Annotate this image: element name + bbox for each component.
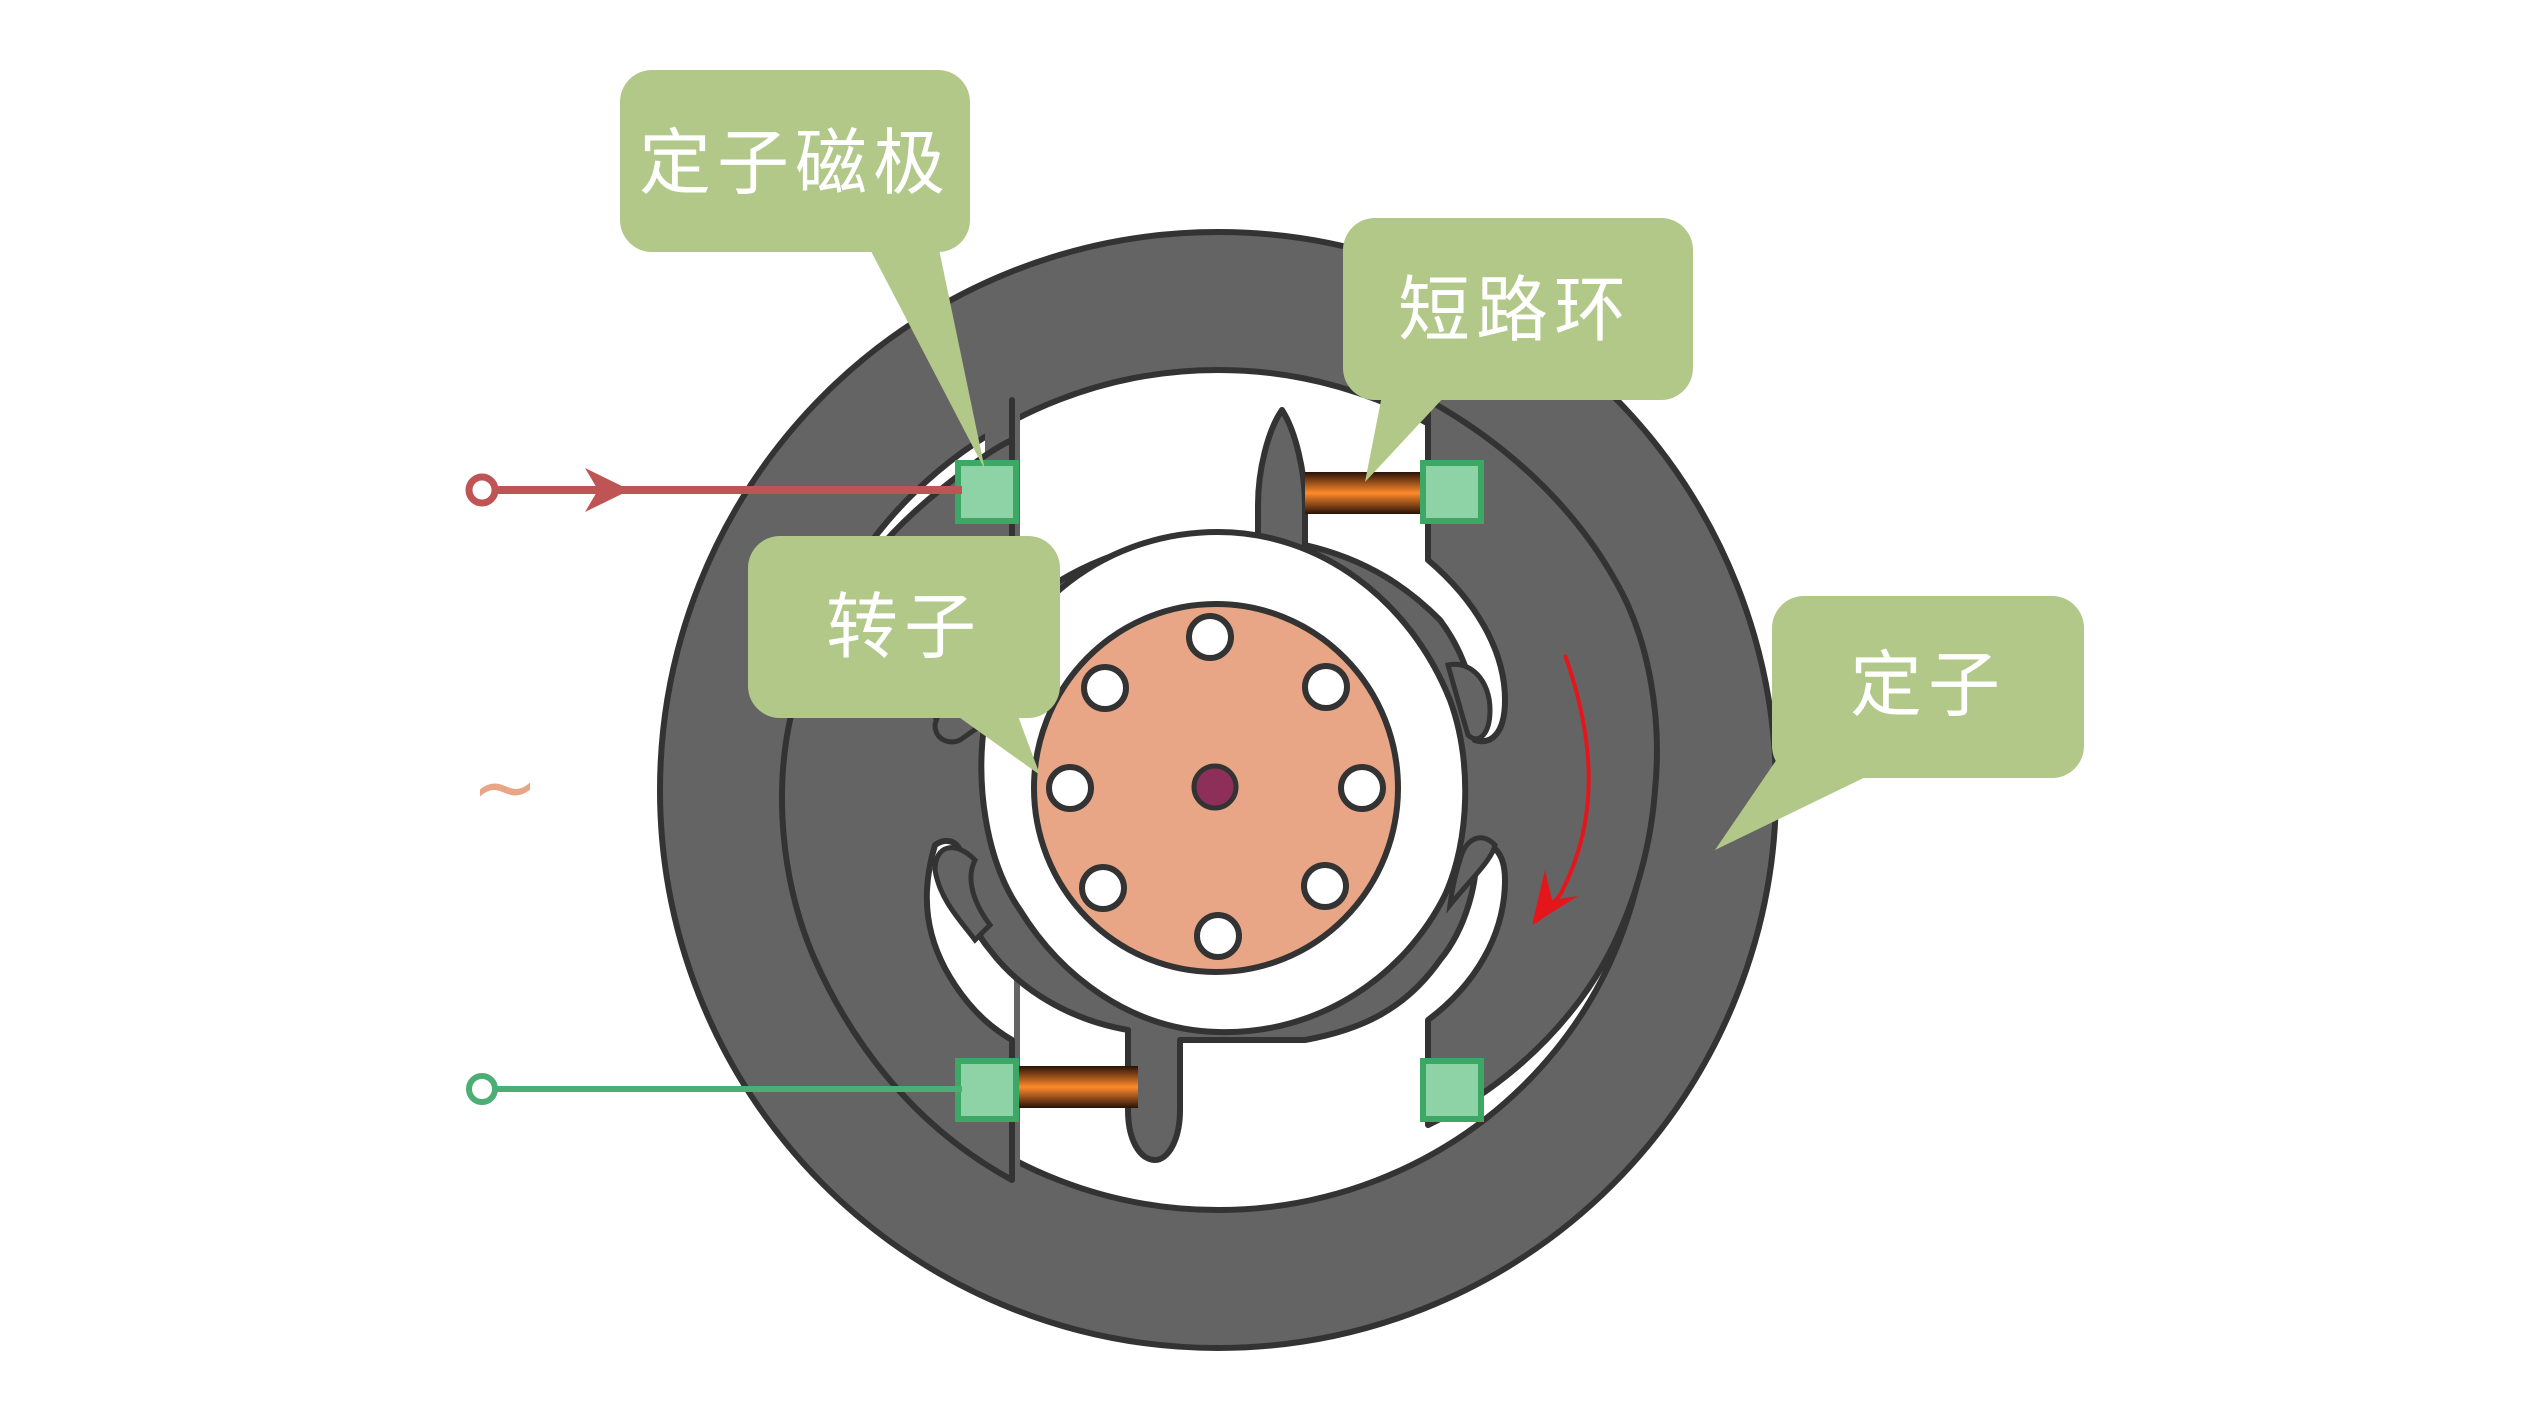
rotor-bar	[1186, 613, 1234, 661]
rotor-bar	[1301, 862, 1349, 910]
callout-label-stator: 定子	[1850, 643, 2006, 727]
callout-stator-pole: 定子磁极	[620, 70, 985, 470]
pole-tip-lower-right	[1446, 835, 1498, 914]
rotor-bars	[1046, 613, 1386, 960]
terminal-top	[465, 473, 499, 507]
pole-marker-top-left	[955, 460, 1019, 524]
pole-marker-bottom-right	[1420, 1058, 1484, 1122]
wire-top	[465, 468, 962, 512]
callout-label-rotor: 转子	[826, 585, 982, 669]
clockwise-arrow-icon	[1532, 654, 1591, 925]
rotor-bar	[1046, 764, 1094, 812]
rotor-bar	[1081, 664, 1129, 712]
pole-markers	[955, 460, 1484, 1122]
pole-tip-lower-left	[932, 845, 994, 944]
callout-rotor: 转子	[748, 536, 1060, 775]
rotor-bar	[1338, 764, 1386, 812]
pole-tip-upper-right	[1444, 661, 1493, 742]
wire-bottom	[466, 1073, 962, 1105]
callout-stator: 定子	[1715, 596, 2084, 850]
right-arrow-icon	[585, 468, 630, 512]
rotor-bar	[1302, 663, 1350, 711]
rotor-bar	[1079, 864, 1127, 912]
callout-shading-ring: 短路环	[1343, 218, 1693, 482]
terminal-bottom	[466, 1073, 498, 1105]
callout-label-stator-pole: 定子磁极	[639, 121, 951, 205]
ac-symbol: ~	[471, 741, 538, 834]
supply-wires: ~	[465, 468, 962, 1105]
shading-ring-bottom	[1002, 1066, 1138, 1108]
pole-marker-bottom-left	[955, 1058, 1019, 1122]
callout-label-shading-ring: 短路环	[1398, 268, 1632, 352]
rotor-bar	[1194, 912, 1242, 960]
pole-marker-top-right	[1420, 460, 1484, 524]
rotor-hub	[1191, 763, 1239, 811]
rotor	[1031, 601, 1401, 975]
